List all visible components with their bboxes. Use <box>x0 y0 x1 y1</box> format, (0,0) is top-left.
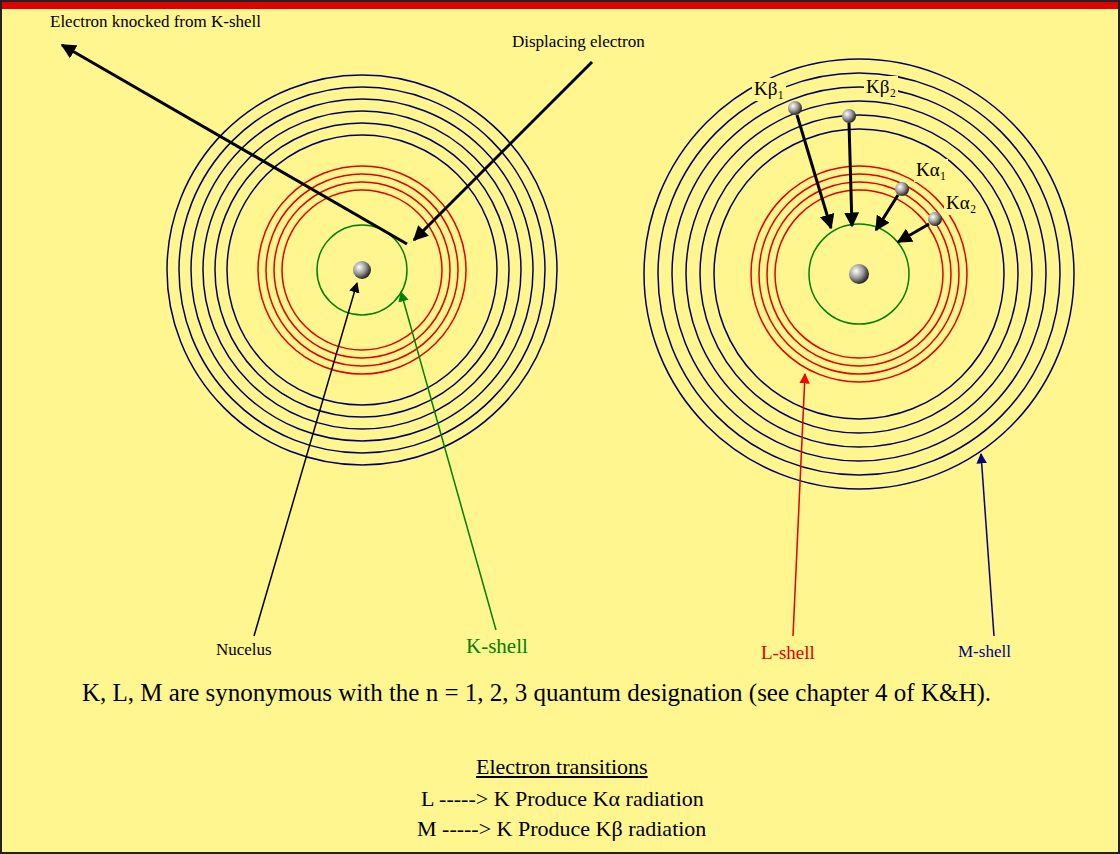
line-label: Kβ₁ <box>752 78 786 101</box>
note-text: K, L, M are synonymous with the n = 1, 2… <box>80 678 1074 708</box>
leader-line <box>254 283 357 636</box>
line-label: Kβ₂ <box>864 76 898 99</box>
shell-label: L-shell <box>759 642 817 665</box>
transition-arrow <box>898 224 929 242</box>
right-atom <box>644 59 1074 489</box>
leader-line <box>401 292 496 630</box>
transition-row: M -----> K Produce Kβ radiation <box>415 816 708 842</box>
shell-label: K-shell <box>464 634 530 659</box>
electron <box>788 101 802 115</box>
line-label: Kα₂ <box>944 192 978 215</box>
ejected-electron-arrow <box>62 45 407 244</box>
arrow-label: Displacing electron <box>510 32 647 52</box>
transition-arrow <box>797 115 831 228</box>
electron <box>928 212 942 226</box>
electron <box>895 182 909 196</box>
transition-row: L -----> K Produce Kα radiation <box>419 786 706 812</box>
electron <box>842 109 856 123</box>
transition-arrow <box>876 195 898 230</box>
line-label: Kα₁ <box>914 159 948 182</box>
transition-arrow <box>849 123 852 226</box>
leader-line <box>793 374 805 636</box>
part-label: Nucelus <box>214 640 274 660</box>
left-atom <box>167 75 557 465</box>
incoming-electron-arrow <box>414 62 592 240</box>
nucleus <box>353 261 371 279</box>
leader-line <box>981 454 994 636</box>
shell-label: M-shell <box>956 642 1013 662</box>
arrow-label: Electron knocked from K-shell <box>48 12 263 32</box>
top-bar <box>2 2 1120 9</box>
table-heading: Electron transitions <box>474 754 650 780</box>
nucleus <box>849 264 869 284</box>
